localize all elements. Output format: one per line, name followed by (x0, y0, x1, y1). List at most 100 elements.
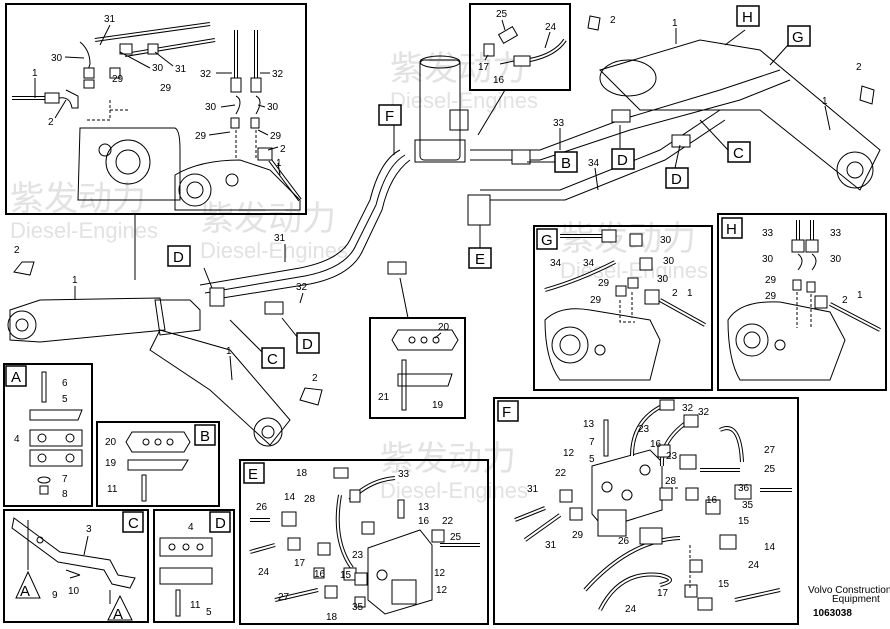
svg-text:Diesel-Engines: Diesel-Engines (380, 478, 528, 503)
callout-2: 2 (610, 15, 616, 26)
callout-29: 29 (195, 131, 207, 142)
callout-29: 29 (598, 278, 610, 289)
callout-33: 33 (398, 469, 410, 480)
callout-30: 30 (663, 256, 675, 267)
letter-G: G (541, 232, 553, 249)
callout-4: 4 (14, 434, 20, 445)
inset-top-left: 31 30 30 31 29 29 1 2 32 32 30 30 29 29 … (5, 3, 307, 280)
callout-32: 32 (296, 282, 308, 293)
company-line-1: Volvo Construction (808, 585, 890, 596)
callout-9: 9 (52, 590, 58, 601)
letter-F: F (385, 108, 394, 125)
callout-18: 18 (326, 612, 338, 623)
callout-24: 24 (748, 560, 760, 571)
callout-29: 29 (572, 530, 584, 541)
callout-15: 15 (738, 516, 750, 527)
letter-D: D (302, 336, 313, 353)
letter-C: C (267, 351, 278, 368)
callout-30: 30 (205, 102, 217, 113)
callout-24: 24 (545, 22, 557, 33)
callout-30: 30 (267, 102, 279, 113)
callout-1: 1 (822, 96, 828, 107)
callout-29: 29 (765, 275, 777, 286)
detail-h: H 33 33 30 30 29 29 2 1 (717, 213, 887, 391)
watermark-layer: 紫发动力 Diesel-Engines 紫发动力 Diesel-Engines … (10, 50, 708, 503)
callout-12: 12 (434, 568, 446, 579)
letter-H: H (726, 221, 737, 238)
callout-31: 31 (527, 484, 539, 495)
callout-1: 1 (687, 288, 693, 299)
callout-20: 20 (105, 437, 117, 448)
callout-31: 31 (175, 64, 187, 75)
callout-1: 1 (226, 346, 232, 357)
letter-A: A (20, 583, 30, 600)
callout-33: 33 (762, 228, 774, 239)
callout-30: 30 (660, 235, 672, 246)
callout-24: 24 (625, 604, 637, 615)
letter-F: F (502, 404, 511, 421)
callout-30: 30 (762, 254, 774, 265)
callout-7: 7 (62, 474, 68, 485)
callout-25: 25 (450, 532, 462, 543)
callout-30: 30 (830, 254, 842, 265)
callout-11: 11 (107, 484, 118, 495)
callout-30: 30 (51, 53, 63, 64)
letter-D: D (215, 515, 226, 532)
callout-27: 27 (764, 445, 776, 456)
callout-19: 19 (105, 458, 117, 469)
callout-31: 31 (274, 233, 286, 244)
callout-16: 16 (314, 569, 326, 580)
company-line-2: Equipment (832, 594, 880, 605)
callout-6: 6 (62, 378, 68, 389)
callout-23: 23 (666, 451, 678, 462)
callout-25: 25 (496, 9, 508, 20)
callout-2: 2 (842, 295, 848, 306)
callout-30: 30 (657, 274, 669, 285)
letter-E: E (475, 251, 485, 268)
callout-17: 17 (294, 558, 306, 569)
detail-b-popout: 20 21 19 (369, 317, 466, 419)
callout-29: 29 (590, 295, 602, 306)
letter-C: C (128, 515, 139, 532)
svg-text:紫发动力: 紫发动力 (200, 200, 336, 238)
callout-34: 34 (550, 258, 562, 269)
callout-1: 1 (672, 18, 678, 29)
detail-c: C 3 9 10 A A (3, 509, 149, 623)
detail-g: G 30 30 30 34 34 29 29 2 1 (533, 225, 713, 391)
svg-text:Diesel-Engines: Diesel-Engines (200, 238, 348, 263)
letter-B: B (561, 155, 571, 172)
footer-block: Volvo Construction Equipment 1063038 (808, 585, 890, 619)
detail-f: F 13 7 5 12 32 (493, 397, 799, 625)
callout-15: 15 (340, 570, 352, 581)
callout-27: 27 (278, 592, 290, 603)
callout-17: 17 (657, 588, 669, 599)
callout-16: 16 (493, 75, 505, 86)
callout-35: 35 (352, 602, 364, 613)
callout-29: 29 (765, 291, 777, 302)
drawing-number: 1063038 (813, 608, 852, 619)
callout-34: 34 (588, 158, 600, 169)
letter-D: D (671, 171, 682, 188)
letter-A: A (113, 606, 123, 623)
callout-1: 1 (32, 68, 38, 79)
callout-28: 28 (665, 476, 677, 487)
callout-28: 28 (304, 494, 316, 505)
callout-2: 2 (672, 288, 678, 299)
callout-1: 1 (72, 275, 78, 286)
callout-20: 20 (438, 322, 450, 333)
detail-a: A 6 5 4 7 8 (3, 363, 93, 507)
callout-1: 1 (857, 290, 863, 301)
callout-30: 30 (152, 63, 164, 74)
svg-text:紫发动力: 紫发动力 (390, 50, 526, 88)
letter-D: D (617, 152, 628, 169)
callout-4: 4 (188, 522, 194, 533)
callout-16: 16 (706, 495, 718, 506)
callout-3: 3 (86, 524, 92, 535)
callout-33: 33 (553, 118, 565, 129)
callout-13: 13 (418, 502, 430, 513)
callout-7: 7 (589, 437, 595, 448)
callout-12: 12 (436, 585, 448, 596)
callout-13: 13 (583, 419, 595, 430)
callout-2: 2 (14, 245, 20, 256)
